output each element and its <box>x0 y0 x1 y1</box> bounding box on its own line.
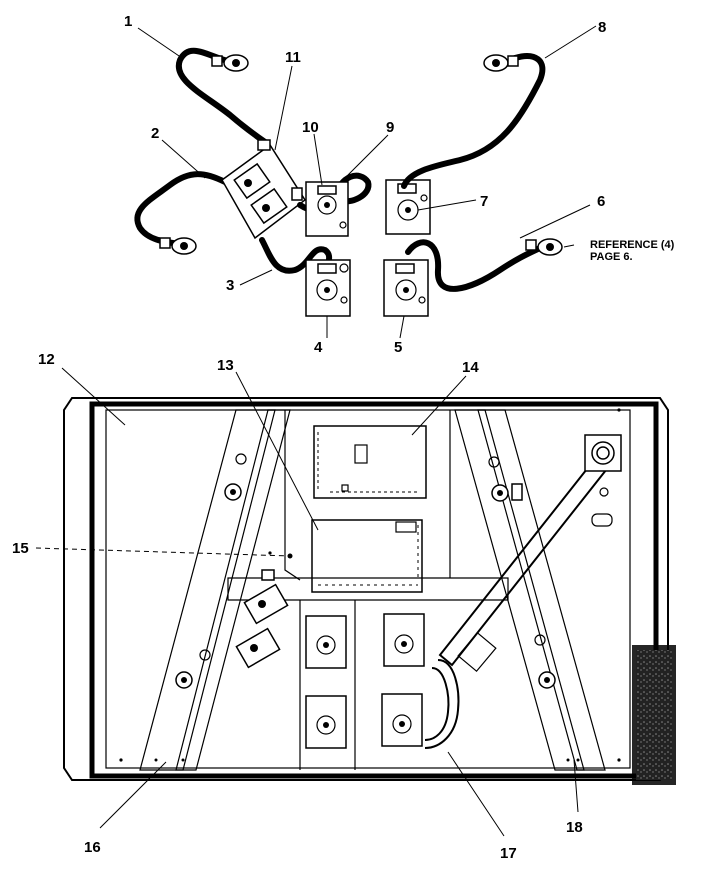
callout-3: 3 <box>226 277 234 294</box>
callout-10: 10 <box>302 119 319 136</box>
callout-6: 6 <box>597 193 605 210</box>
hose-assembly-8 <box>401 53 546 189</box>
callout-4: 4 <box>314 339 323 356</box>
regulator-10 <box>305 181 349 237</box>
burner-panel <box>63 397 676 785</box>
reference-note-line1: REFERENCE (4) <box>590 239 675 251</box>
hose-assembly-1 <box>175 47 268 145</box>
regulator-7 <box>385 179 431 235</box>
regulator-4 <box>305 259 351 317</box>
regulators-lower <box>305 613 425 749</box>
callout-14: 14 <box>462 359 479 376</box>
leader-lines-lower <box>35 367 579 837</box>
ignition-module-13 <box>311 519 423 593</box>
solenoid-valve-block-11 <box>221 139 307 240</box>
igniter-rod <box>438 434 622 673</box>
solenoid-valves-lower <box>235 569 289 669</box>
callout-13: 13 <box>217 357 234 374</box>
control-board-14 <box>313 425 427 499</box>
callout-5: 5 <box>394 339 402 356</box>
callout-9: 9 <box>386 119 394 136</box>
callout-1: 1 <box>124 13 132 30</box>
burner-left-16 <box>139 409 291 771</box>
orifice-fittings <box>175 483 556 689</box>
manifold-tube-17 <box>424 659 460 749</box>
hose-assembly-2 <box>134 171 228 255</box>
callout-8: 8 <box>598 19 606 36</box>
hose-assembly-3 <box>259 237 333 274</box>
reference-note-line2: PAGE 6. <box>590 251 633 263</box>
callout-18: 18 <box>566 819 583 836</box>
leader-lines-upper <box>137 25 597 339</box>
callout-2: 2 <box>151 125 159 142</box>
mounting-bracket <box>227 410 509 770</box>
burner-right-18 <box>454 409 606 771</box>
callout-15: 15 <box>12 540 29 557</box>
hose-assembly-6 <box>405 238 563 292</box>
callout-17: 17 <box>500 845 517 862</box>
callout-16: 16 <box>84 839 101 856</box>
callout-11: 11 <box>285 49 301 66</box>
callout-12: 12 <box>38 351 55 368</box>
regulator-5 <box>383 259 429 317</box>
callout-7: 7 <box>480 193 488 210</box>
